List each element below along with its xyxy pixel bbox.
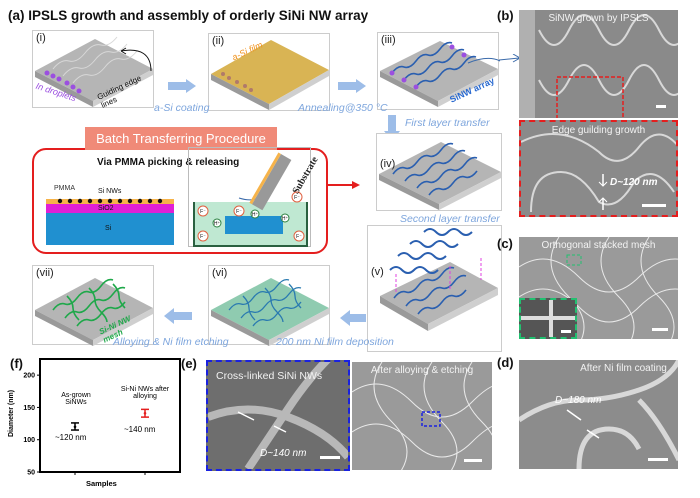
sem-image-e: After alloying & etching <box>352 362 492 470</box>
sem-image-b: SiNW grown by IPSLS <box>519 10 678 118</box>
scale-bar <box>656 105 666 108</box>
sem-image-e-zoom: Cross-linked SiNi NWs D~140 nm <box>206 360 350 471</box>
step-transition: a-Si coating <box>154 102 210 114</box>
step-i: (i) In droplets Guiding edge lines <box>32 30 154 110</box>
sem-title: SiNW grown by IPSLS <box>548 13 649 24</box>
step-label: (vii) <box>36 267 54 279</box>
step-transition: Annealing@350 °C <box>298 102 388 114</box>
sem-image-c: Orthogonal stacked mesh <box>519 237 678 339</box>
release-bath: F⁻F⁻F⁻F⁻F⁻H⁺H⁺H⁺ Substrate <box>188 147 321 247</box>
sem-title: After alloying & etching <box>370 365 474 376</box>
annotation: ~140 nm <box>124 425 156 434</box>
si-layer <box>46 213 174 245</box>
arrow-left-icon <box>164 308 192 324</box>
y-tick-label: 50 <box>27 470 35 477</box>
step-ii: (ii) a-Si film <box>208 33 330 111</box>
step-label: (iii) <box>381 34 396 46</box>
panel-c-label: (c) <box>497 236 513 251</box>
panel-e-label: (e) <box>181 356 197 371</box>
category-label: Si-Ni NWs after alloying <box>120 386 170 400</box>
nanowire-dots <box>57 198 163 204</box>
y-tick-label: 200 <box>23 373 35 380</box>
step-v: (v) <box>367 225 502 352</box>
step-label: (i) <box>36 32 46 44</box>
arrow-to-b-icon <box>499 54 521 64</box>
step-transition: Second layer transfer <box>400 213 500 225</box>
sem-image-d: After Ni film coating D~180 nm <box>519 360 678 469</box>
sem-title: Edge guilding growth <box>551 125 646 136</box>
scale-bar <box>648 458 668 461</box>
diameter-label: D~140 nm <box>260 448 307 459</box>
plot-frame <box>39 358 181 473</box>
step-vii: (vii) Si-Ni NW mesh <box>32 265 154 346</box>
pmma-label: PMMA <box>54 185 75 192</box>
svg-text:H⁺: H⁺ <box>214 221 221 227</box>
x-axis-label: Samples <box>86 479 117 488</box>
arrow-left-icon <box>340 310 366 326</box>
step-label: (iv) <box>380 158 396 170</box>
sem-image-b-zoom: Edge guilding growth D~120 nm <box>519 120 678 217</box>
step-transition: 200 nm Ni film deposition <box>276 336 394 348</box>
scale-bar <box>320 456 340 459</box>
step-label: (vi) <box>212 267 228 279</box>
svg-text:F⁻: F⁻ <box>236 209 242 215</box>
svg-text:F⁻: F⁻ <box>200 234 206 240</box>
scale-bar <box>642 204 666 207</box>
substrate-illustration <box>35 36 153 107</box>
sem-title: Cross-linked SiNi NWs <box>216 370 323 382</box>
panel-f-label: (f) <box>10 356 23 371</box>
panel-d-label: (d) <box>497 355 514 370</box>
step-transition: First layer transfer <box>405 117 490 129</box>
step-vi: (vi) <box>208 265 330 346</box>
step-transition: Alloying & Ni film etching <box>113 336 229 348</box>
inset-zoom <box>519 298 577 339</box>
scale-bar <box>464 459 482 462</box>
category-label: As-grown SiNWs <box>61 392 91 406</box>
panel-b-label: (b) <box>497 8 514 23</box>
sio2-label: SiO2 <box>98 205 114 212</box>
y-axis-label: Diameter (nm) <box>8 389 16 438</box>
svg-text:F⁻: F⁻ <box>200 209 206 215</box>
diameter-label: D~120 nm <box>610 177 658 188</box>
red-arrow-icon <box>328 180 360 190</box>
batch-subtitle: Via PMMA picking & releasing <box>97 157 240 168</box>
step-label: (ii) <box>212 35 225 47</box>
diameter-chart: 50 100 150 200 <box>23 358 181 477</box>
scale-bar <box>652 328 668 331</box>
data-point <box>73 425 77 429</box>
svg-text:F⁻: F⁻ <box>296 234 302 240</box>
arrow-right-icon <box>168 79 196 93</box>
si-label: Si <box>105 225 112 232</box>
batch-header: Batch Transferring Procedure <box>85 127 277 150</box>
panel-a-title: (a) IPSLS growth and assembly of orderly… <box>8 8 369 23</box>
y-tick-label: 100 <box>23 437 35 444</box>
step-iii: (iii) SiNW array <box>377 32 500 110</box>
data-point <box>143 411 147 415</box>
arrow-right-icon <box>338 79 366 93</box>
svg-text:F⁻: F⁻ <box>294 195 300 201</box>
diameter-label: D~180 nm <box>555 395 602 406</box>
y-tick-label: 150 <box>23 405 35 412</box>
si-nws-label: Si NWs <box>98 188 122 195</box>
step-label: (v) <box>371 266 384 278</box>
step-iv: (iv) <box>376 133 502 211</box>
annotation: ~120 nm <box>55 433 87 442</box>
sio2-layer <box>46 204 174 213</box>
sem-title: Orthogonal stacked mesh <box>541 240 656 251</box>
svg-text:H⁺: H⁺ <box>282 216 289 222</box>
svg-text:H⁺: H⁺ <box>252 212 259 218</box>
sem-title: After Ni film coating <box>580 363 667 374</box>
